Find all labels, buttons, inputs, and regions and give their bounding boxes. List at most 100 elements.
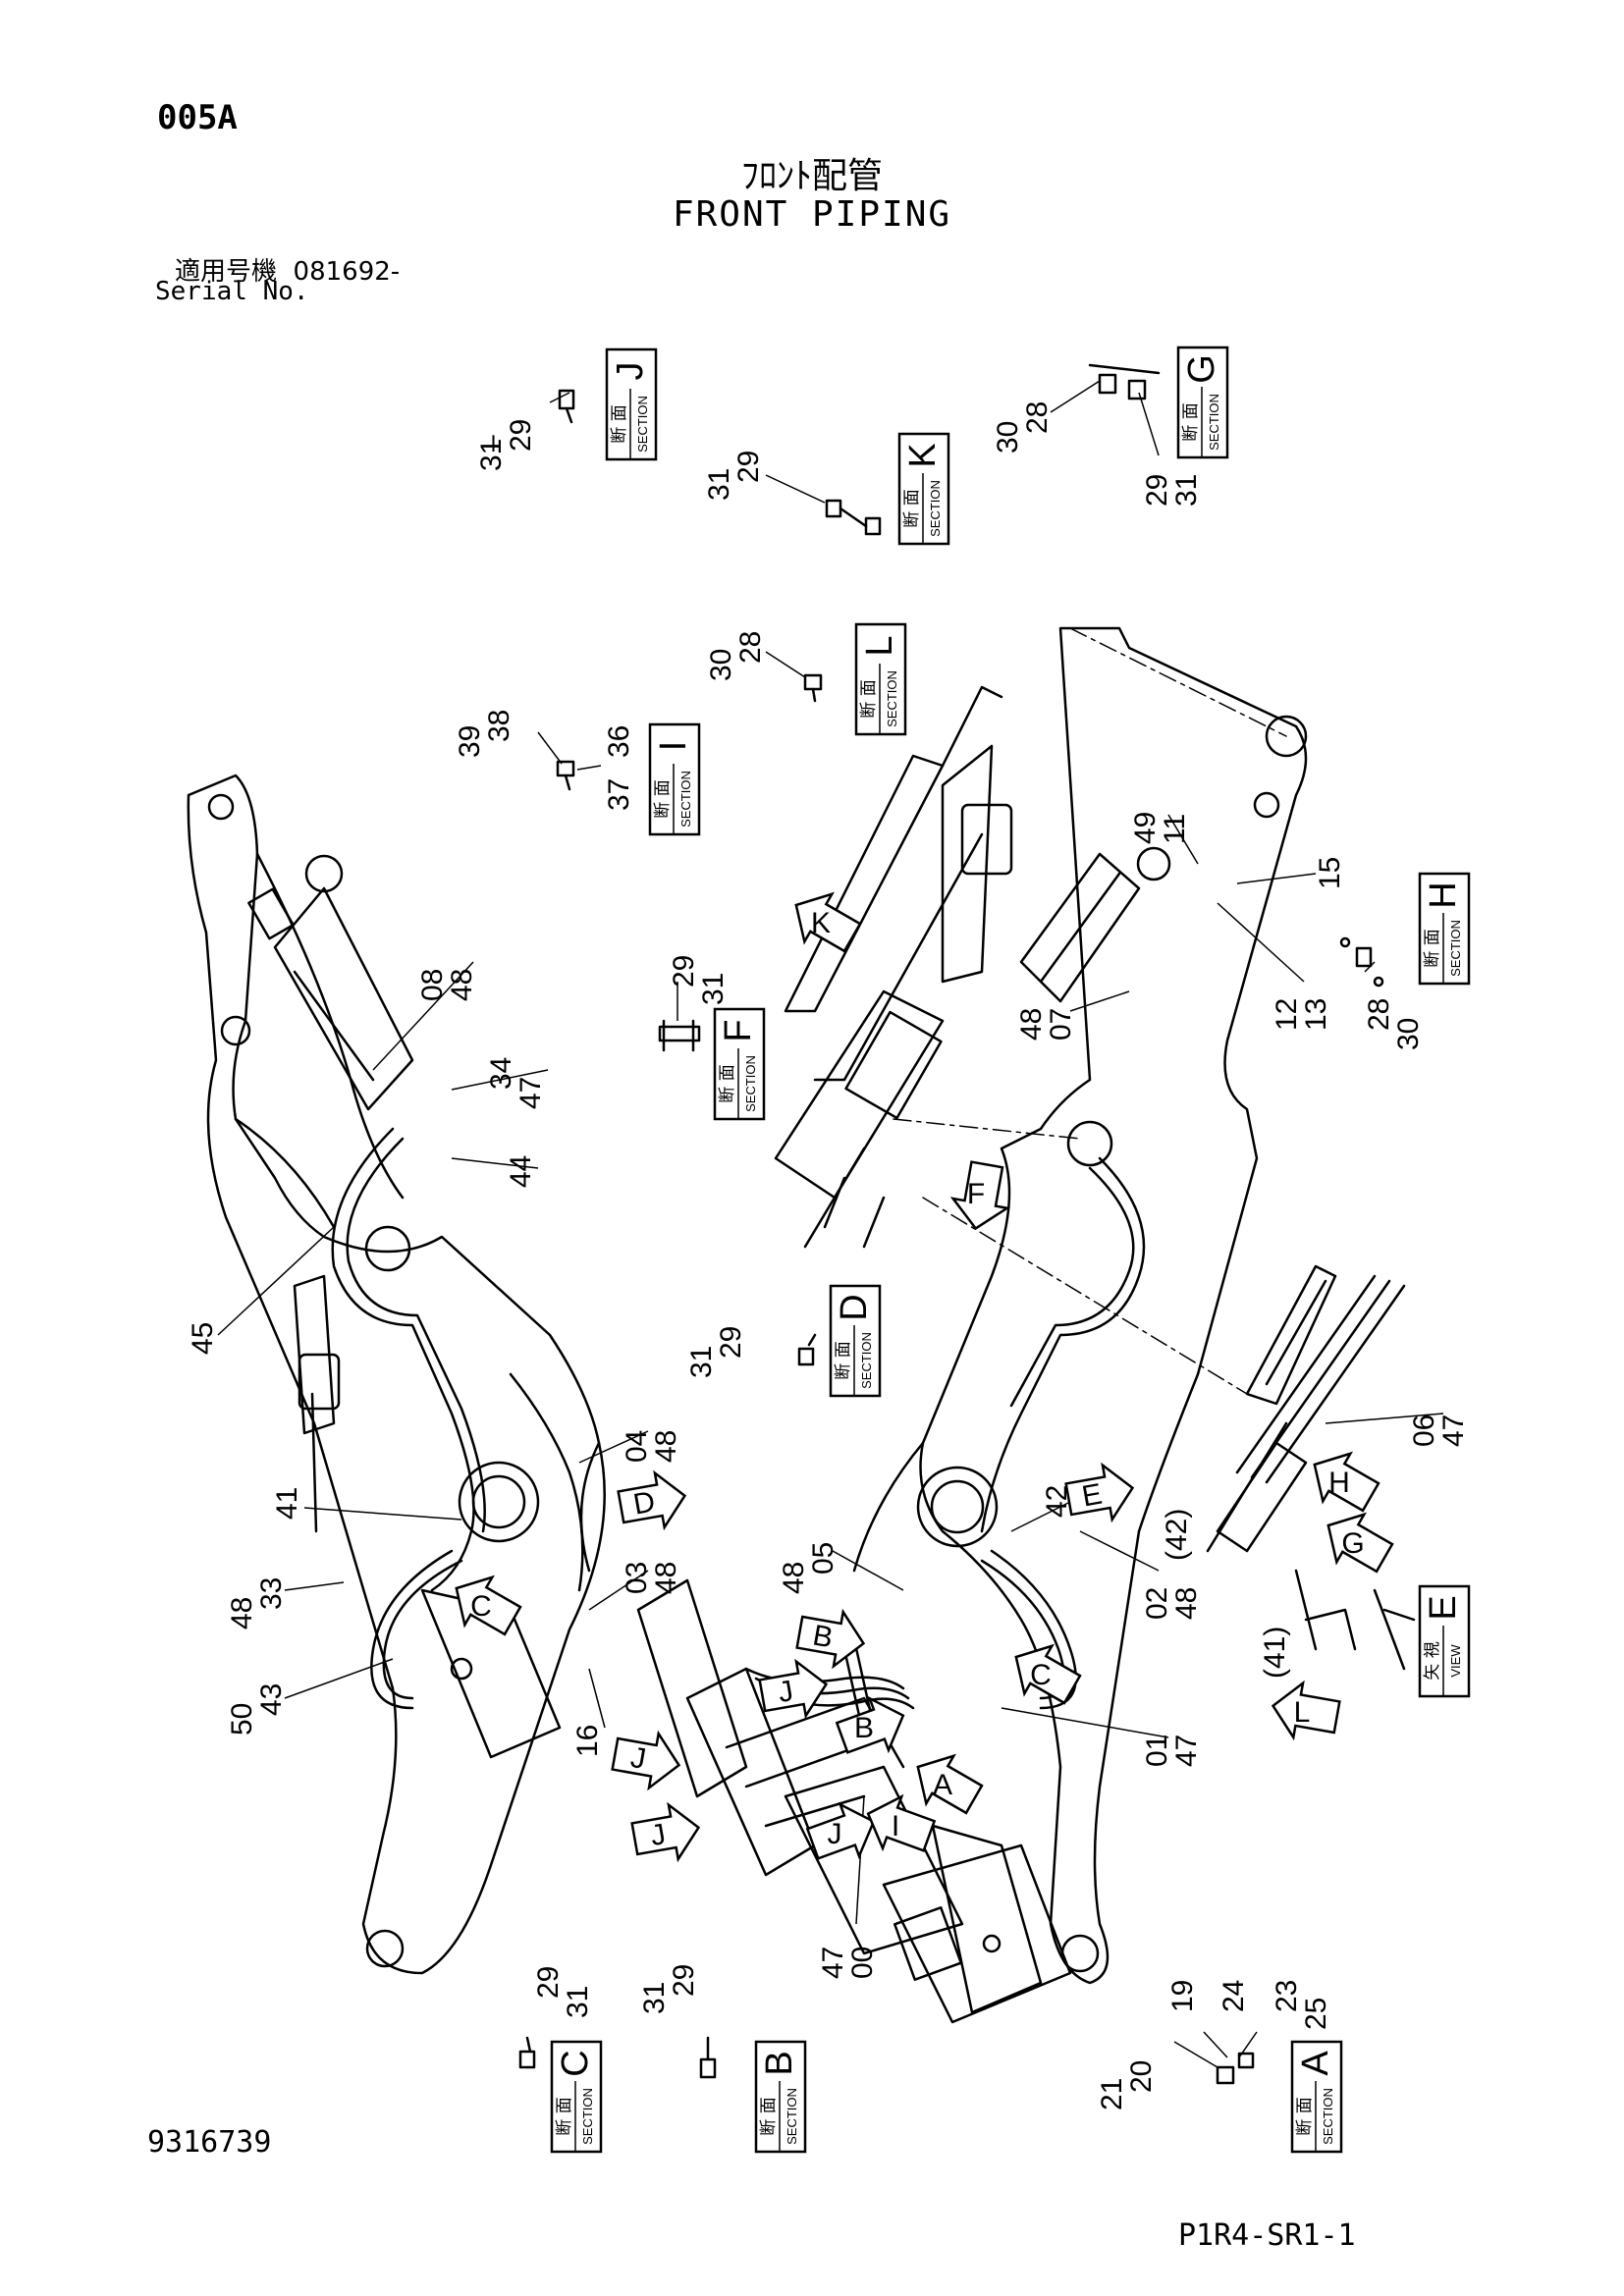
part-label: 24 [1218,1980,1250,2012]
section-box-g: G 断 面 SECTION [1176,346,1229,459]
section-letter-j: J [610,362,651,381]
callout-label: 05 [807,1542,839,1575]
document-number: 9316739 [147,2125,272,2160]
svg-text:J: J [648,1818,669,1852]
part-label: 30 [1392,1018,1425,1050]
section-kanji-d: 断 面 [834,1341,853,1379]
part-label: 39 [454,725,486,758]
leader-lines [217,380,1444,2068]
part-label: 30 [992,421,1024,454]
section-letter-f: F [718,1019,759,1041]
part-label: 20 [1125,2060,1158,2093]
part-label: 28 [734,631,767,664]
serial-number-value: 081692- [293,257,401,287]
part-label: 25 [1300,1998,1332,2030]
center-arm-assembly [774,627,1287,1395]
callout-label: 02 [1141,1587,1173,1620]
callout-label: 15 [1314,857,1346,889]
callout-label: 48 [1015,1008,1048,1041]
part-label: 31 [562,1986,594,2018]
section-kanji-a: 断 面 [1295,2097,1315,2135]
section-word-b: SECTION [785,2088,799,2145]
section-word-j: SECTION [635,396,650,453]
main-callouts: 08 48 34 47 44 45 04 48 41 48 33 03 48 5… [187,812,1470,1979]
view-arrow-f: F [949,1160,1011,1231]
view-arrow-h: H [1313,1451,1380,1513]
callout-label: 06 [1408,1415,1440,1447]
section-boxes: J 断 面 SECTION K 断 面 SECTION G 断 面 SECTIO… [550,346,1471,2154]
section-letter-c: C [555,2050,596,2076]
section-kanji-i: 断 面 [653,779,673,818]
part-label: 37 [603,778,635,811]
section-detail-sketches [518,363,1384,2085]
part-label: 29 [732,451,765,483]
section-kanji-k: 断 面 [902,489,922,527]
view-arrow-c-right: C [1014,1643,1082,1705]
section-word-h: SECTION [1448,920,1463,977]
view-arrow-d-left: D [617,1469,687,1531]
view-arrow-j-1: J [611,1730,681,1791]
callout-label: 00 [846,1947,879,1979]
callout-label: 08 [416,969,449,1001]
svg-text:C: C [1030,1659,1052,1691]
svg-text:B: B [854,1712,874,1744]
callout-label: 48 [650,1562,682,1594]
view-arrow-j-2: J [630,1801,701,1863]
callout-label: 04 [621,1430,653,1463]
part-label: 31 [638,1982,671,2014]
view-arrow-i: I [866,1793,937,1852]
part-label: 31 [703,468,735,501]
view-arrow-j-3: J [758,1658,829,1720]
callout-label: 16 [571,1725,604,1757]
section-box-j: J 断 面 SECTION [605,347,658,461]
page-reference: P1R4-SR1-1 [1178,2218,1356,2253]
section-word-c: SECTION [580,2088,595,2145]
section-kanji-h: 断 面 [1423,929,1442,967]
view-arrows: K F D C J J J B [455,891,1394,1863]
callout-label: 50 [226,1703,258,1735]
callout-label: 47 [1170,1735,1203,1767]
section-box-l: L 断 面 SECTION [854,622,907,736]
section-letter-d: D [834,1294,875,1320]
section-letter-g: G [1181,354,1222,384]
section-box-i: I 断 面 SECTION [648,722,701,836]
section-letter-a: A [1295,2051,1336,2076]
callout-label: 12 [1271,998,1303,1031]
part-label: 19 [1166,1980,1199,2012]
view-arrow-e: E [1064,1462,1135,1523]
part-label: 23 [1271,1980,1303,2012]
part-label: 31 [685,1346,718,1378]
svg-text:I: I [892,1810,899,1842]
right-boom-assembly [852,626,1308,2014]
section-letter-i: I [653,741,694,752]
part-label: 29 [532,1966,565,1999]
part-labels: 31– 29 31 29 30 28 29 31 30 28 39 38 36 … [454,401,1425,2110]
callout-label: 44 [505,1155,537,1188]
part-label: 28 [1363,998,1395,1031]
callout-label: 13 [1300,998,1332,1031]
section-box-d: D 断 面 SECTION [829,1284,882,1398]
callout-label: 47 [514,1077,547,1109]
view-arrow-b-1: B [795,1608,866,1670]
part-label: 31 [697,973,730,1005]
svg-text:L: L [1294,1696,1311,1729]
callout-label: 47 [817,1947,849,1979]
part-label: 29 [715,1326,747,1359]
page-title-japanese: ﾌﾛﾝﾄ配管 [740,156,883,196]
view-letter-e: E [1423,1595,1464,1620]
callout-label: 07 [1045,1008,1077,1041]
section-box-a: A 断 面 SECTION [1290,2040,1343,2154]
callout-label: 47 [1437,1415,1470,1447]
callout-label: 41 [271,1487,303,1520]
callout-label: 48 [650,1430,682,1463]
serial-label-japanese: 適用号機 081692- [175,251,400,288]
section-box-f: F 断 面 SECTION [713,1007,766,1121]
part-label: 21 [1096,2078,1128,2110]
section-box-h: H 断 面 SECTION [1418,872,1471,986]
view-kanji-e: 矢 視 [1423,1641,1442,1680]
section-word-f: SECTION [743,1055,758,1112]
part-label: 30 [705,649,737,681]
svg-text:H: H [1328,1467,1350,1499]
callout-label: 43 [255,1683,288,1716]
